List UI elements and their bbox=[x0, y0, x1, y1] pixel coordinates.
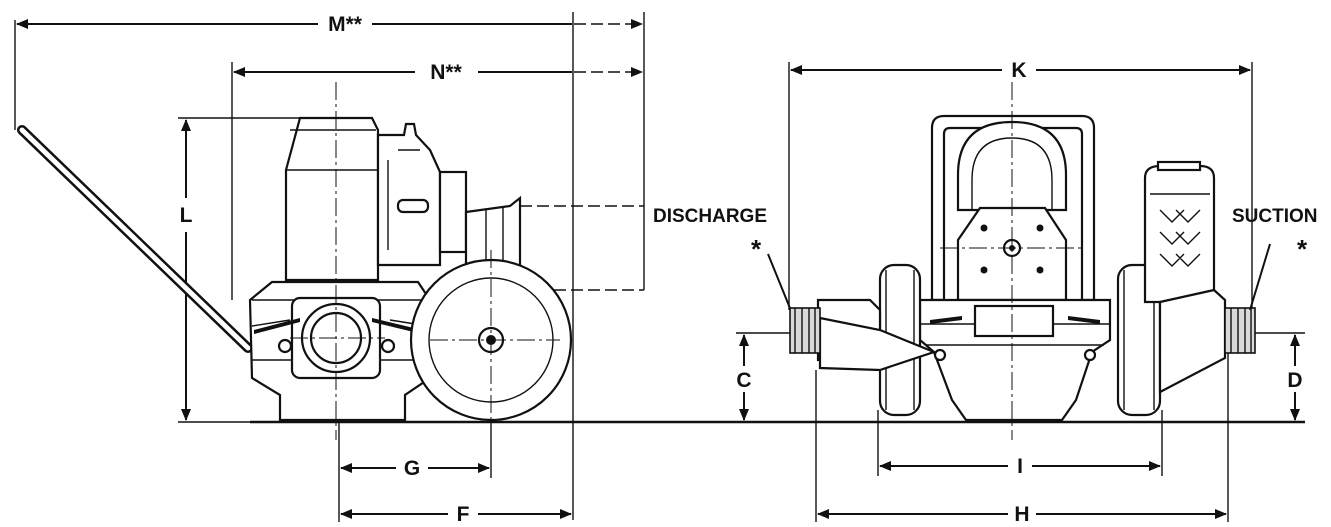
label-i: I bbox=[1017, 455, 1023, 478]
dimension-l: L bbox=[180, 119, 193, 421]
label-n: N** bbox=[430, 61, 462, 84]
label-discharge: DISCHARGE bbox=[653, 206, 767, 227]
suction-leader bbox=[1249, 243, 1271, 311]
label-d: D bbox=[1287, 369, 1302, 392]
dimension-m: M** bbox=[16, 13, 643, 36]
label-h: H bbox=[1014, 503, 1029, 526]
engine-block bbox=[284, 116, 522, 282]
dimension-h: H bbox=[817, 503, 1227, 526]
label-k: K bbox=[1011, 59, 1026, 82]
front-view: K C D I H bbox=[736, 59, 1318, 526]
label-c: C bbox=[736, 369, 751, 392]
side-extension-lines bbox=[14, 12, 645, 522]
label-suction: SUCTION bbox=[1232, 206, 1318, 227]
dimension-f: F bbox=[340, 503, 572, 526]
label-l: L bbox=[180, 204, 193, 227]
dimension-g: G bbox=[340, 457, 490, 480]
discharge-asterisk: * bbox=[751, 234, 762, 264]
side-view: M** N** L G F bbox=[14, 12, 1305, 526]
dimension-i: I bbox=[879, 455, 1161, 478]
discharge-port-front bbox=[789, 298, 938, 372]
dimension-n: N** bbox=[233, 61, 643, 84]
label-g: G bbox=[404, 457, 420, 480]
suction-asterisk: * bbox=[1297, 234, 1308, 264]
label-m: M** bbox=[328, 13, 363, 36]
pump-housing-side bbox=[248, 280, 432, 422]
dimension-d: D bbox=[1287, 334, 1303, 421]
dimension-c: C bbox=[736, 334, 752, 421]
pump-body-front bbox=[918, 298, 1112, 422]
suction-port-front bbox=[1224, 307, 1256, 354]
dimension-k: K bbox=[790, 59, 1251, 82]
label-f: F bbox=[457, 503, 470, 526]
